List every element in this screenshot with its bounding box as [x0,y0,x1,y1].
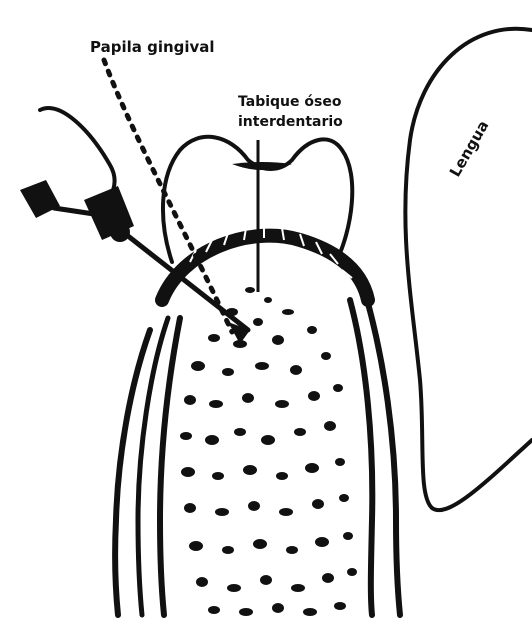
syringe-connector [54,208,94,214]
syringe-needle [128,236,248,330]
syringe-instrument [20,108,250,344]
interdental-septum [180,287,357,616]
label-lengua: Lengua [446,117,493,180]
syringe-hub [110,222,130,242]
label-tabique-line2: interdentario [238,114,343,130]
label-tabique-line1: Tabique óseo [238,94,342,110]
mucosa-right-inner [350,300,372,615]
syringe-handle [20,180,60,218]
tooth-crown-groove [232,162,292,170]
label-papila-gingival: Papila gingival [90,38,215,56]
mucosa-left-outer [115,330,150,615]
tongue-outline [405,29,532,510]
mucosa-left-bone [160,318,180,615]
